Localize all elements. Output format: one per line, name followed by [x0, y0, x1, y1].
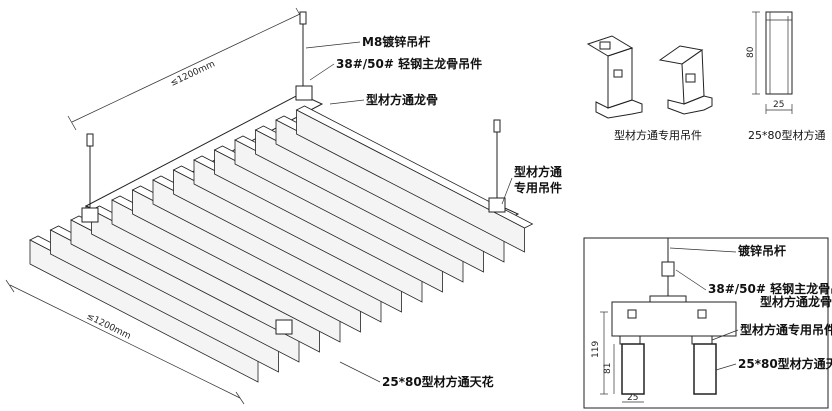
detail-special-hanger: 型材方通专用吊件 [586, 35, 713, 142]
section-label-special-hanger: 型材方通专用吊件 [740, 322, 832, 337]
detail-section-view: 119 81 25 镀锌吊杆 38#/50# 轻钢主龙骨吊件 型材方通龙骨 型材… [583, 237, 832, 409]
label-special-hanger-1: 型材方通 [514, 164, 562, 179]
dim-119: 119 [591, 341, 601, 358]
main-callouts: M8镀锌吊杆 38#/50# 轻钢主龙骨吊件 型材方通龙骨 型材方通 专用吊件 … [305, 34, 562, 389]
ceiling-slat-side [296, 109, 525, 253]
label-keel: 型材方通龙骨 [366, 92, 438, 107]
section-label-ceiling: 25*80型材方通天花 [738, 356, 832, 371]
label-main-hanger: 38#/50# 轻钢主龙骨吊件 [336, 56, 482, 71]
hanger-clips [81, 85, 506, 335]
label-ceiling: 25*80型材方通天花 [382, 374, 494, 389]
caption-special-hanger: 型材方通专用吊件 [614, 128, 702, 142]
caption-profile: 25*80型材方通 [748, 128, 826, 142]
isometric-assembly: ≤1200mm ≤1200mm [5, 7, 534, 405]
dim-profile-width: 25 [773, 100, 784, 110]
dim-81: 81 [603, 363, 613, 374]
section-label-keel: 型材方通龙骨 [760, 294, 832, 309]
label-m8-rod: M8镀锌吊杆 [362, 34, 430, 49]
dim-top-label: ≤1200mm [169, 59, 217, 88]
section-label-main-hanger: 38#/50# 轻钢主龙骨吊件 [708, 281, 832, 296]
dim-25: 25 [627, 393, 638, 403]
dim-bottom-label: ≤1200mm [85, 312, 133, 342]
dim-profile-height: 80 [746, 46, 756, 58]
dimension-top: ≤1200mm [67, 7, 305, 131]
detail-profile-section: 80 25 25*80型材方通 [746, 11, 826, 142]
ceiling-slats [29, 105, 534, 383]
label-special-hanger-2: 专用吊件 [514, 180, 562, 195]
section-label-rod: 镀锌吊杆 [738, 243, 786, 258]
